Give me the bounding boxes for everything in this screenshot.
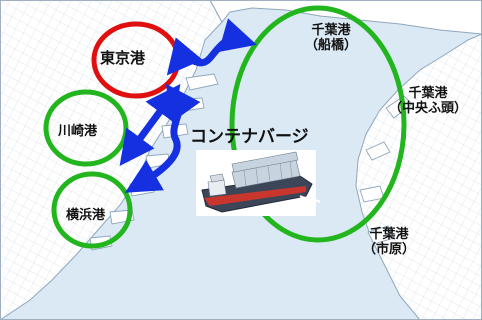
chiba-chuo-name: 千葉港 <box>408 86 448 101</box>
land-east-streets <box>356 34 482 320</box>
yokohama-port-ring <box>51 171 133 249</box>
container-barge-icon <box>196 150 321 216</box>
chiba-chuo-label[interactable]: 千葉港 （中央ふ頭） <box>378 86 478 117</box>
chiba-funabashi-name: 千葉港 <box>311 23 351 38</box>
route-arrow-icon <box>124 83 201 193</box>
chiba-port-ring <box>229 5 407 243</box>
reclaimed-piers-east <box>359 95 413 245</box>
chiba-ichihara-name: 千葉港 <box>369 227 409 242</box>
chiba-ichihara-label[interactable]: 千葉港 （市原） <box>360 227 418 258</box>
tokyo-port-name: 東京港 <box>100 49 146 67</box>
yokohama-port-name: 横浜港 <box>66 208 106 223</box>
land-west-streets <box>0 0 222 320</box>
chiba-funabashi-sub: （船橋） <box>304 37 357 53</box>
kawasaki-port-label[interactable]: 川崎港 <box>58 124 98 140</box>
tokyo-port-label[interactable]: 東京港 <box>100 49 146 67</box>
chiba-chuo-sub: （中央ふ頭） <box>388 100 467 116</box>
yokohama-port-label[interactable]: 横浜港 <box>66 208 106 224</box>
container-barge-label: コンテナバージ <box>190 127 309 147</box>
route-arrows <box>119 18 257 193</box>
chiba-funabashi-label[interactable]: 千葉港 （船橋） <box>302 23 360 54</box>
kawasaki-port-name: 川崎港 <box>58 124 98 139</box>
route-arrow-icon <box>166 18 257 76</box>
chiba-ichihara-sub: （市原） <box>362 241 415 257</box>
